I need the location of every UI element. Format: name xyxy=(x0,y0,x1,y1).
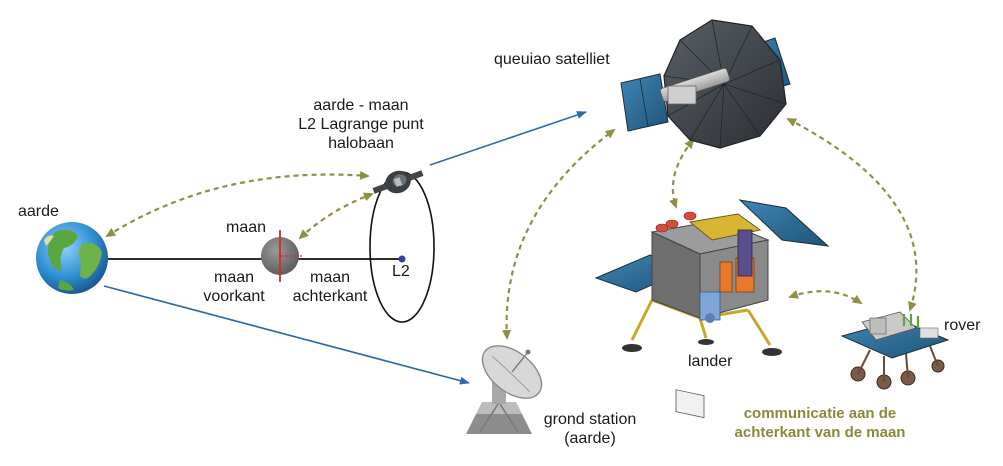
link-ground-satellite xyxy=(502,128,616,340)
rover-icon xyxy=(840,311,950,390)
label-moon-far-side: maan achterkant xyxy=(284,268,376,306)
l2-point-dot xyxy=(398,255,406,263)
label-moon: maan xyxy=(226,219,267,236)
label-satellite: queuiao satelliet xyxy=(494,51,610,68)
halo-orbit xyxy=(369,171,435,323)
label-moon-far-2: achterkant xyxy=(292,288,368,305)
link-satellite-lander xyxy=(669,138,695,209)
label-l2-halo: aarde - maan L2 Lagrange punt halobaan xyxy=(276,96,446,153)
label-l2-point: L2 xyxy=(392,263,410,280)
label-ground-station: grond station (aarde) xyxy=(530,410,650,448)
caption-line-1: communicatie aan de xyxy=(743,405,897,422)
label-moon-near-2: voorkant xyxy=(203,288,265,305)
relay-satellite-icon xyxy=(372,170,424,194)
label-moon-far-1: maan xyxy=(309,269,351,286)
ground-dish-icon xyxy=(466,345,543,434)
label-earth: aarde xyxy=(18,203,59,220)
arrow-earth-to-ground xyxy=(103,285,470,385)
moon-icon xyxy=(261,230,302,282)
label-lander: lander xyxy=(688,353,733,370)
link-moon-relay xyxy=(298,192,374,240)
label-moon-near-side: maan voorkant xyxy=(198,268,270,306)
label-ground-1: grond station xyxy=(543,411,637,428)
queuiao-satellite-icon xyxy=(620,19,791,149)
link-earth-relay xyxy=(105,170,370,238)
label-rover: rover xyxy=(944,317,981,334)
label-l2-line1: aarde - maan xyxy=(313,97,409,114)
link-lander-rover xyxy=(788,290,863,305)
arrow-l2-to-satellite xyxy=(429,111,587,166)
label-l2-line3: halobaan xyxy=(328,135,394,152)
lander-icon xyxy=(594,199,830,419)
link-satellite-rover xyxy=(786,118,918,312)
caption-far-side-communication: communicatie aan de achterkant van de ma… xyxy=(714,404,926,442)
label-moon-near-1: maan xyxy=(213,269,255,286)
earth-icon xyxy=(36,222,108,294)
label-ground-2: (aarde) xyxy=(564,430,616,447)
caption-line-2: achterkant van de maan xyxy=(734,424,906,441)
label-l2-line2: L2 Lagrange punt xyxy=(298,116,424,133)
